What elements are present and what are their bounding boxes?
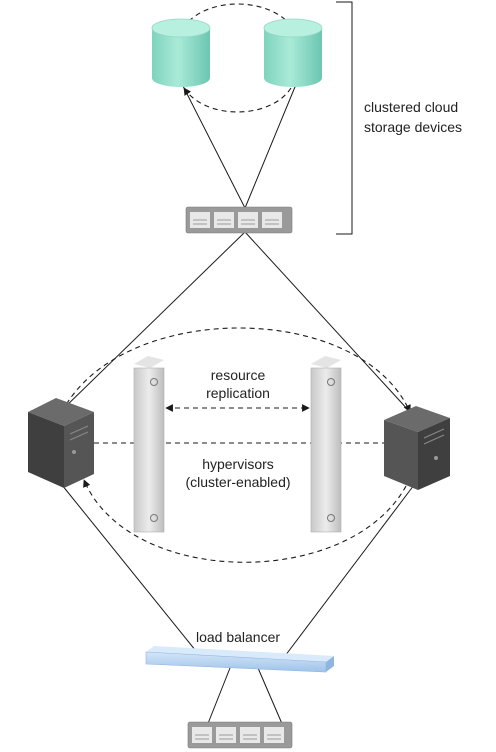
storage-label-line-2: storage devices xyxy=(364,119,462,135)
server-replication-arc-bottom xyxy=(83,477,411,563)
hypervisor-rack-icon xyxy=(133,356,165,533)
physical-server-icon xyxy=(28,398,94,488)
hypervisors-label-line-1: hypervisors xyxy=(202,456,274,472)
link-switch-server-left xyxy=(59,231,246,413)
link-lb-switch-left xyxy=(206,667,231,727)
storage-replication-arc-top xyxy=(182,3,294,29)
link-lb-switch-right xyxy=(257,667,284,727)
hypervisors-label-line-2: (cluster-enabled) xyxy=(185,474,290,490)
network-switch-icon xyxy=(187,721,293,749)
load-balancer-icon xyxy=(145,646,334,673)
storage-device-icon xyxy=(263,18,323,87)
load-balancer-label: load balancer xyxy=(196,629,280,645)
hypervisor-rack-icon xyxy=(310,356,342,533)
server-replication-arc-top xyxy=(61,327,411,413)
replication-label-line-2: replication xyxy=(206,385,270,401)
link-switch-server-right xyxy=(244,231,411,413)
replication-label-line-1: resource xyxy=(211,367,266,383)
link-server-right-lb xyxy=(284,484,415,657)
link-server-left-lb xyxy=(61,484,201,657)
network-switch-icon xyxy=(185,206,293,234)
link-switch-storage-right xyxy=(244,81,298,209)
storage-group-bracket xyxy=(336,1,353,235)
storage-device-icon xyxy=(151,18,211,87)
storage-label-line-1: clustered cloud xyxy=(364,99,458,115)
link-switch-storage-left xyxy=(180,81,246,209)
storage-replication-arc-bottom xyxy=(183,87,292,113)
physical-server-icon xyxy=(384,406,450,490)
